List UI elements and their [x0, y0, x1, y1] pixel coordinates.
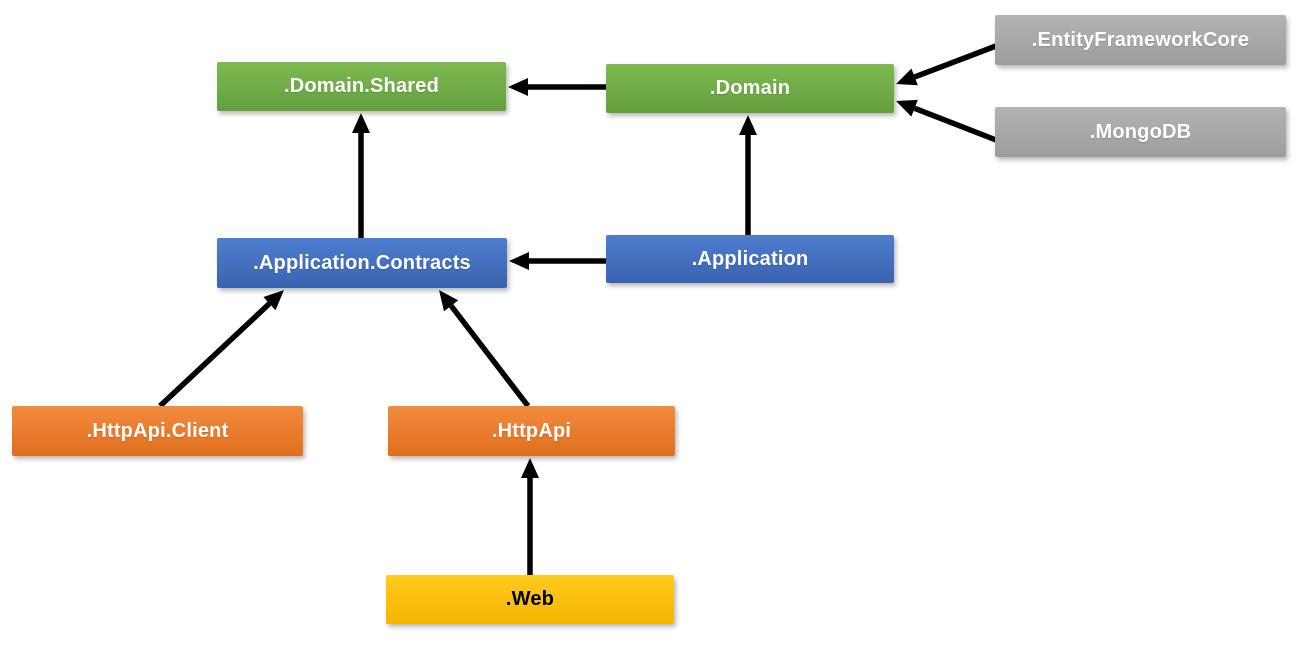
node-application: .Application [606, 235, 894, 283]
node-label-httpapi-client: .HttpApi.Client [86, 419, 229, 442]
node-httpapi: .HttpApi [388, 406, 675, 456]
node-domain: .Domain [606, 64, 894, 113]
node-label-mongodb: .MongoDB [1089, 120, 1192, 143]
dependency-arrow-httpapi-client-to-application-contracts [158, 290, 284, 409]
node-entityframeworkcore: .EntityFrameworkCore [995, 15, 1286, 65]
node-label-httpapi: .HttpApi [491, 419, 572, 442]
node-label-domain-shared: .Domain.Shared [283, 75, 440, 97]
node-label-application-contracts: .Application.Contracts [253, 251, 471, 274]
node-label-web: .Web [505, 588, 555, 610]
dependency-arrow-entityframeworkcore-to-domain [896, 43, 997, 86]
node-web: .Web [386, 575, 674, 624]
node-label-domain: .Domain [709, 77, 791, 99]
node-mongodb: .MongoDB [995, 107, 1286, 157]
dependency-arrow-mongodb-to-domain [896, 99, 997, 143]
dependency-arrow-httpapi-to-application-contracts [439, 290, 531, 408]
node-httpapi-client: .HttpApi.Client [12, 406, 303, 456]
node-label-entityframeworkcore: .EntityFrameworkCore [1031, 28, 1250, 51]
node-application-contracts: .Application.Contracts [217, 238, 507, 288]
node-label-application: .Application [691, 247, 809, 270]
node-domain-shared: .Domain.Shared [217, 62, 506, 111]
